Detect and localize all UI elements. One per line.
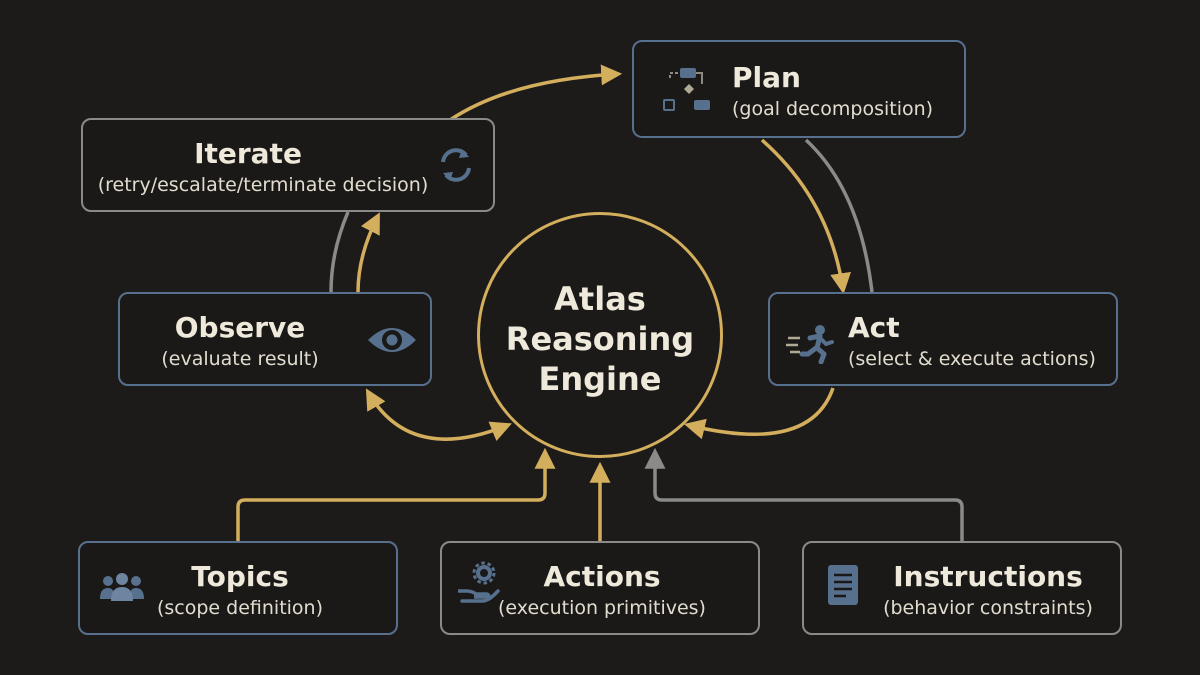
plan-title: Plan <box>732 61 801 94</box>
connector-act-to-engine <box>683 387 835 440</box>
connector-plan-to-act <box>760 138 851 295</box>
instructions-subtitle: (behavior constraints) <box>883 597 1093 619</box>
engine-label-line2: Reasoning <box>505 320 695 358</box>
connector-plan-to-act-gray <box>804 138 874 293</box>
topics-subtitle: (scope definition) <box>156 597 324 619</box>
act-node: Act (select & execute actions) <box>768 292 1118 386</box>
running-person-icon <box>786 325 834 364</box>
engine-label-line1: Atlas <box>554 280 646 318</box>
atlas-engine-circle: Atlas Reasoning Engine <box>477 212 723 458</box>
instructions-node: Instructions (behavior constraints) <box>802 541 1122 635</box>
engine-label-line3: Engine <box>538 360 662 398</box>
connector-observe-to-iterate-gray <box>329 211 350 293</box>
observe-subtitle: (evaluate result) <box>161 348 319 370</box>
eye-icon <box>368 328 416 352</box>
connector-instructions-to-engine <box>644 447 964 541</box>
actions-node: Actions (execution primitives) <box>440 541 760 635</box>
people-group-icon <box>100 573 144 601</box>
iterate-node: Iterate (retry/escalate/terminate decisi… <box>81 118 495 212</box>
act-subtitle: (select & execute actions) <box>848 348 1096 370</box>
iterate-title: Iterate <box>194 137 302 170</box>
actions-title: Actions <box>543 560 661 593</box>
connector-observe-to-iterate <box>356 212 380 293</box>
observe-node: Observe (evaluate result) <box>118 292 432 386</box>
topics-node: Topics (scope definition) <box>78 541 398 635</box>
instructions-title: Instructions <box>893 560 1083 593</box>
refresh-icon <box>441 148 471 182</box>
flowchart-icon <box>663 68 710 111</box>
plan-subtitle: (goal decomposition) <box>732 98 934 120</box>
iterate-subtitle: (retry/escalate/terminate decision) <box>97 174 429 196</box>
hand-gear-icon <box>458 561 500 603</box>
act-title: Act <box>848 311 900 344</box>
observe-title: Observe <box>174 311 306 344</box>
actions-subtitle: (execution primitives) <box>498 597 706 619</box>
connector-engine-observe <box>365 388 512 442</box>
plan-node: Plan (goal decomposition) <box>632 40 966 138</box>
connector-iterate-to-plan <box>449 64 623 122</box>
topics-title: Topics <box>191 560 289 593</box>
connector-topics-to-engine <box>236 447 556 541</box>
document-icon <box>828 565 858 605</box>
